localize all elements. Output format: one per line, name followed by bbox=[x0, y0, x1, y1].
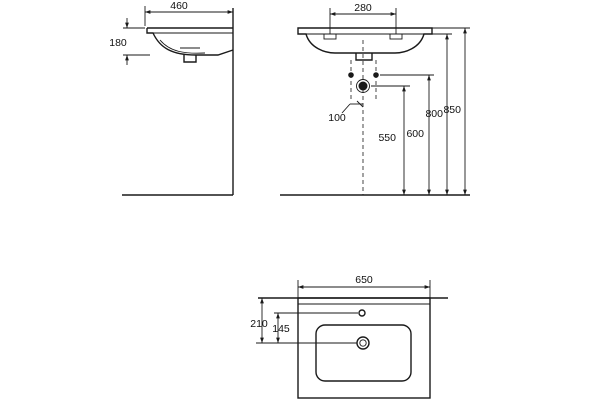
dim-600-label: 600 bbox=[406, 128, 424, 140]
front-view: 280 100 550 550 600 800 850 bbox=[280, 2, 470, 196]
dim-100-leader bbox=[341, 103, 351, 114]
top-drain-inner bbox=[359, 339, 367, 347]
front-supply-left-point bbox=[348, 72, 354, 78]
top-faucet-hole bbox=[358, 309, 366, 317]
front-waste-ring bbox=[356, 79, 370, 93]
side-basin-bowl bbox=[159, 39, 206, 54]
dim-650-label: 650 bbox=[355, 274, 373, 286]
side-view: 460 180 bbox=[109, 0, 234, 196]
top-view: 650 210 145 bbox=[250, 274, 448, 399]
dim-210-label: 210 bbox=[250, 318, 268, 330]
dim-550-text: 550 bbox=[378, 132, 396, 144]
front-basin-outline bbox=[297, 27, 433, 54]
dim-850-label: 850 bbox=[443, 104, 461, 116]
top-bowl bbox=[315, 324, 412, 382]
front-hole-right bbox=[389, 33, 403, 40]
front-supply-right-point bbox=[373, 72, 379, 78]
dim-145-label: 145 bbox=[272, 323, 290, 335]
front-waste-point bbox=[358, 81, 368, 91]
dim-100-tick bbox=[356, 100, 364, 108]
dim-460-label: 460 bbox=[170, 0, 188, 12]
dim-800-label: 800 bbox=[425, 108, 443, 120]
dim-280-label: 280 bbox=[354, 2, 372, 14]
top-basin-outline bbox=[297, 297, 431, 399]
front-hole-left bbox=[323, 33, 337, 40]
dim-100-label: 100 bbox=[328, 112, 346, 124]
top-drain-outer bbox=[356, 336, 370, 350]
side-basin-outline bbox=[146, 27, 234, 56]
side-drain bbox=[183, 55, 197, 63]
front-drain bbox=[355, 53, 373, 61]
dim-180-label: 180 bbox=[109, 37, 127, 49]
